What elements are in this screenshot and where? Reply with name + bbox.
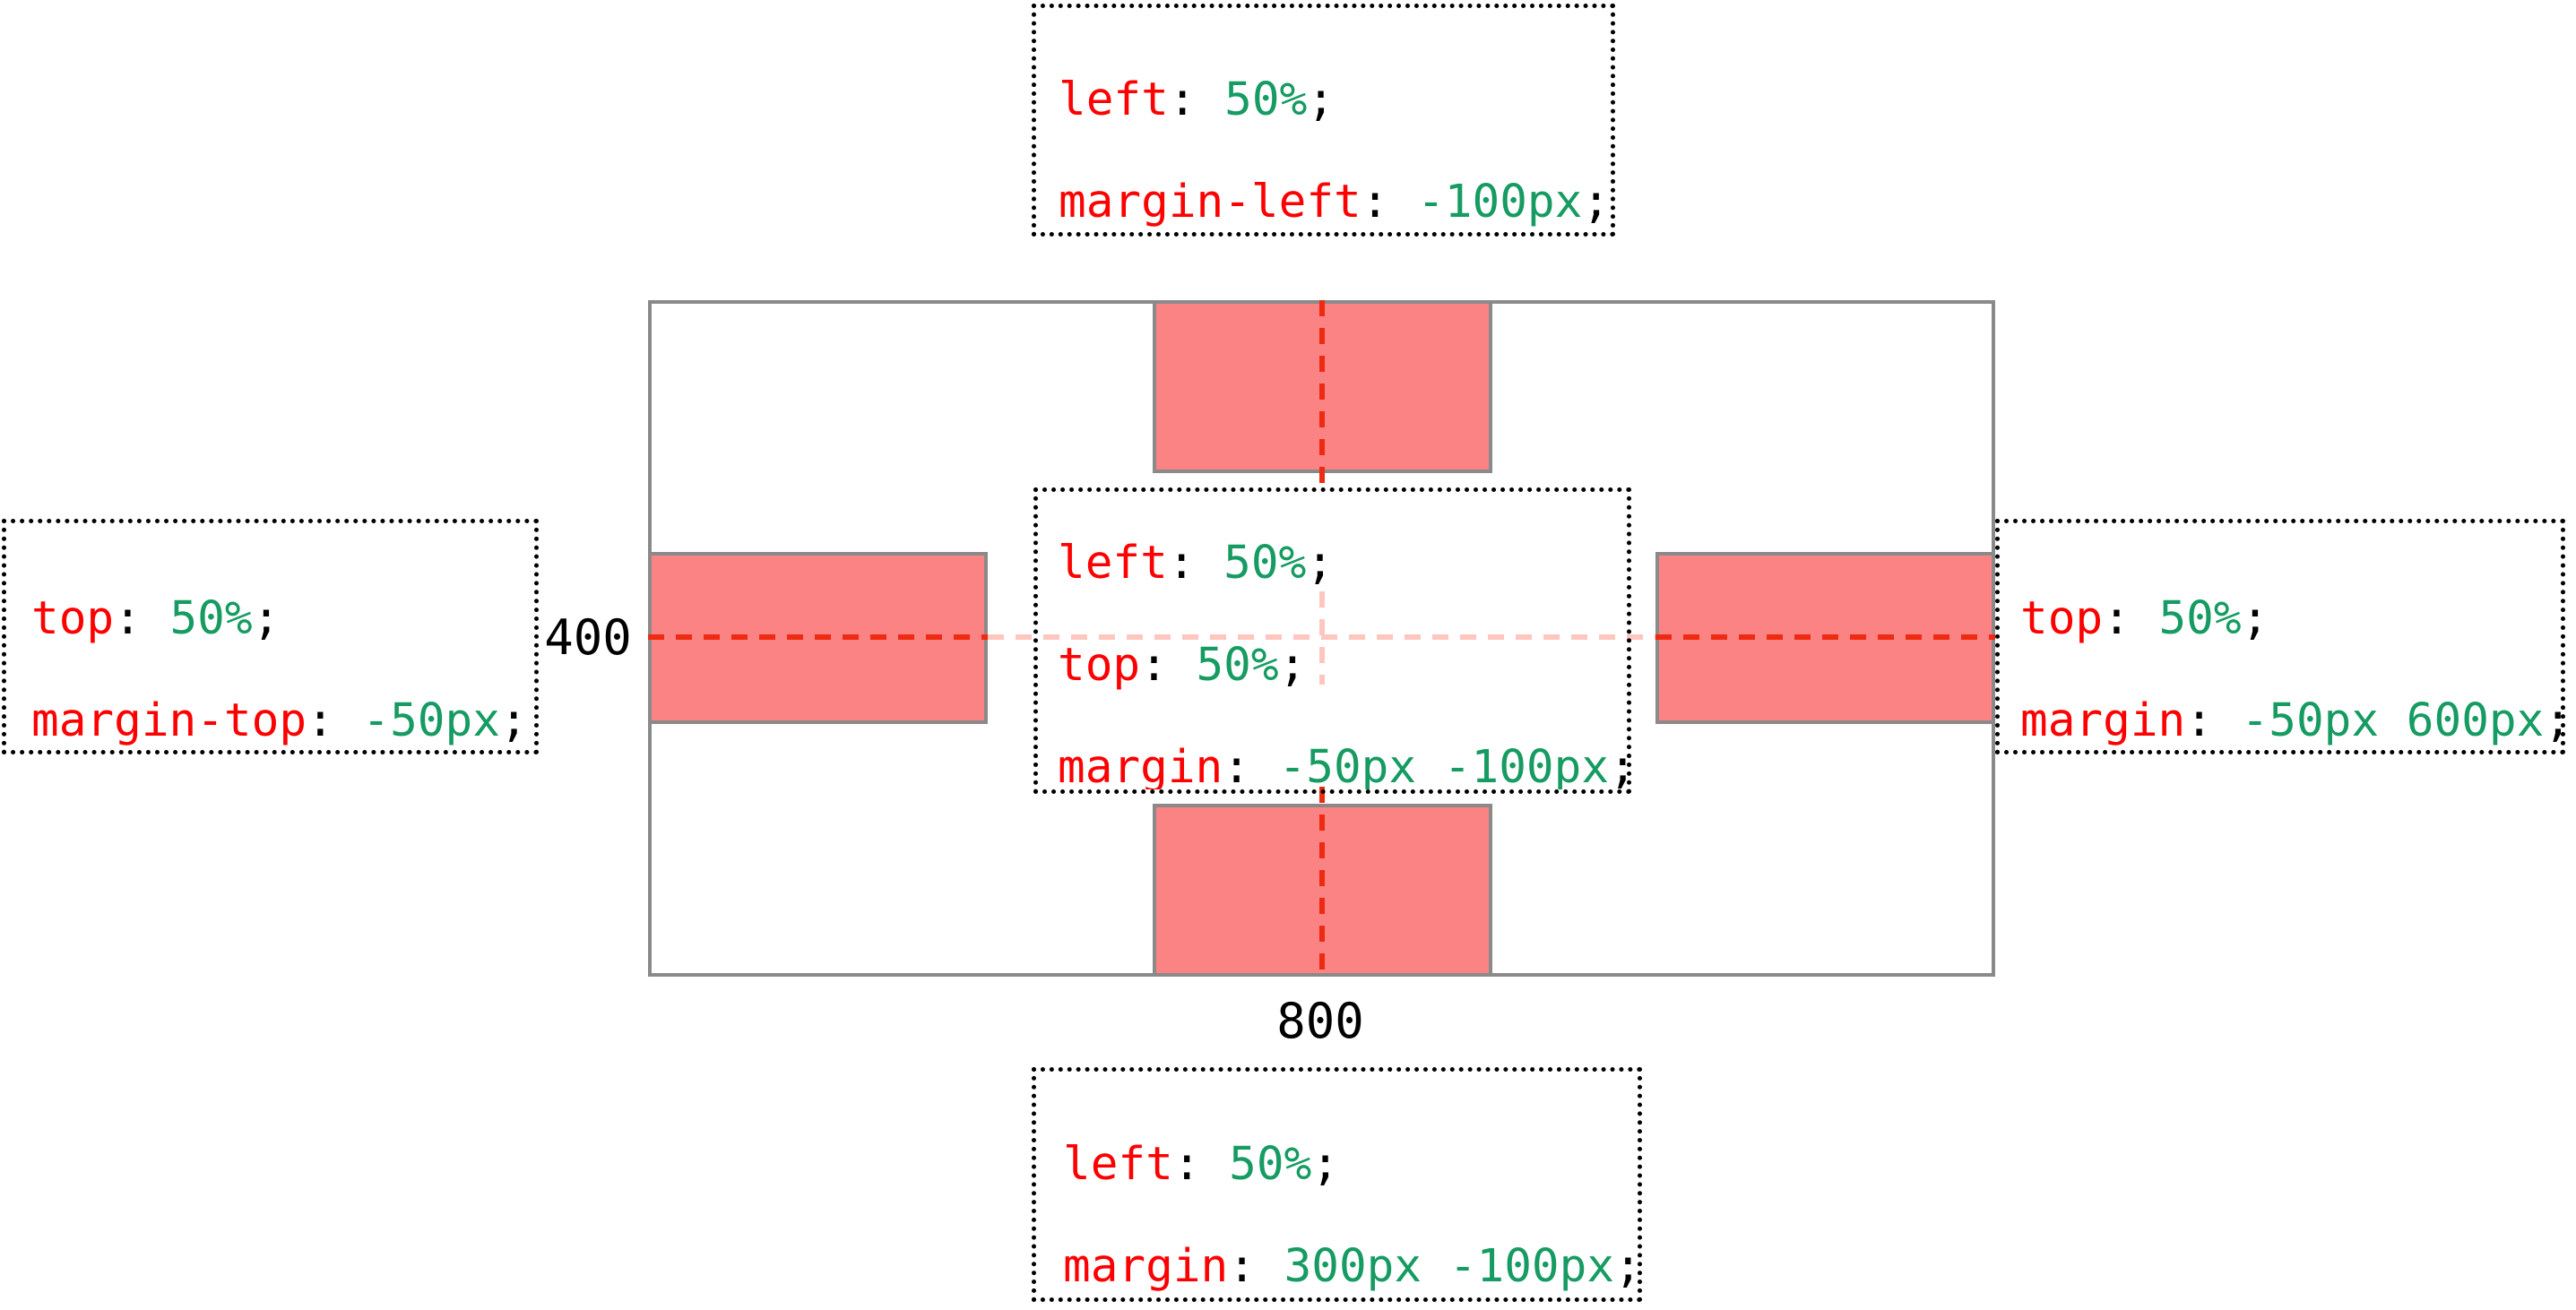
semicolon: ; xyxy=(1306,536,1334,590)
colon: : xyxy=(1172,1137,1201,1191)
vertical-axis-dash-top xyxy=(1319,300,1325,491)
code-line: left:50%; xyxy=(1058,512,1627,614)
semicolon: ; xyxy=(1311,1137,1339,1191)
css-property-name: margin xyxy=(1058,740,1223,794)
code-line: top:50%; xyxy=(1058,614,1627,716)
horizontal-axis-dash-right xyxy=(1655,634,1995,640)
colon: : xyxy=(1167,536,1196,590)
css-property-value: 300px -100px xyxy=(1284,1239,1615,1293)
code-box-bottom: left:50%; margin:300px -100px; xyxy=(1032,1067,1642,1302)
css-property-name: margin xyxy=(2020,694,2186,747)
code-line: margin:300px -100px; xyxy=(1063,1215,1638,1297)
code-box-left: top:50%; margin-top:-50px; xyxy=(2,519,539,754)
colon: : xyxy=(1140,638,1168,692)
semicolon: ; xyxy=(499,694,528,747)
code-line: left:50%; xyxy=(1063,1113,1638,1215)
code-line: margin: -50px -100px; xyxy=(1058,716,1627,794)
vertical-axis-dash-bottom xyxy=(1319,787,1325,977)
css-property-value: 50% xyxy=(1223,536,1307,590)
container-height-label: 400 xyxy=(544,608,632,666)
colon: : xyxy=(1168,73,1197,126)
css-property-name: margin-top xyxy=(31,694,307,747)
css-property-name: left xyxy=(1058,536,1168,590)
css-property-value: -50px -100px xyxy=(1278,740,1610,794)
css-property-value: 50% xyxy=(1224,73,1308,126)
colon: : xyxy=(2103,591,2131,645)
semicolon: ; xyxy=(1609,741,1627,790)
code-box-center: left:50%; top:50%; margin:-50px -100px; xyxy=(1033,487,1631,794)
code-box-top: left:50%; margin-left: -100px; xyxy=(1032,4,1615,237)
semicolon: ; xyxy=(1278,638,1307,692)
colon: : xyxy=(114,591,142,645)
css-property-value: 50% xyxy=(1196,638,1279,692)
colon: : xyxy=(1361,175,1389,228)
code-line: left:50%; xyxy=(1059,48,1611,151)
semicolon: ; xyxy=(1582,175,1611,228)
semicolon: ; xyxy=(1307,73,1335,126)
css-property-name: top xyxy=(1058,638,1141,692)
colon: : xyxy=(1228,1239,1256,1293)
css-property-name: margin xyxy=(1063,1239,1229,1293)
semicolon: ; xyxy=(252,591,281,645)
vertical-axis-dash-center-faint xyxy=(1319,591,1325,685)
code-line: margin-left: -100px; xyxy=(1059,151,1611,232)
semicolon: ; xyxy=(1614,1239,1642,1293)
horizontal-axis-dash-left xyxy=(648,634,988,640)
css-property-name: margin-left xyxy=(1059,175,1361,228)
code-line: margin-top: -50px; xyxy=(31,669,534,750)
css-property-name: top xyxy=(31,591,115,645)
css-property-value: 50% xyxy=(2158,591,2242,645)
semicolon: ; xyxy=(2544,694,2561,747)
css-property-value: 50% xyxy=(1229,1137,1312,1191)
semicolon: ; xyxy=(2241,591,2269,645)
css-property-name: left xyxy=(1059,73,1169,126)
colon: : xyxy=(2185,694,2213,747)
css-property-value: 50% xyxy=(169,591,253,645)
css-property-value: -50px xyxy=(362,694,500,747)
code-line: top:50%; xyxy=(31,567,534,669)
css-property-value: -100px xyxy=(1417,175,1583,228)
code-box-right: top:50%; margin:-50px 600px; xyxy=(1995,519,2565,754)
css-property-name: top xyxy=(2020,591,2104,645)
css-property-name: left xyxy=(1063,1137,1173,1191)
colon: : xyxy=(1223,740,1250,794)
css-property-value: -50px 600px xyxy=(2241,694,2545,747)
code-line: top:50%; xyxy=(2020,567,2561,669)
code-line: margin: -50px 600px; xyxy=(2020,669,2561,750)
colon: : xyxy=(307,694,334,747)
container-width-label: 800 xyxy=(1276,992,1364,1049)
